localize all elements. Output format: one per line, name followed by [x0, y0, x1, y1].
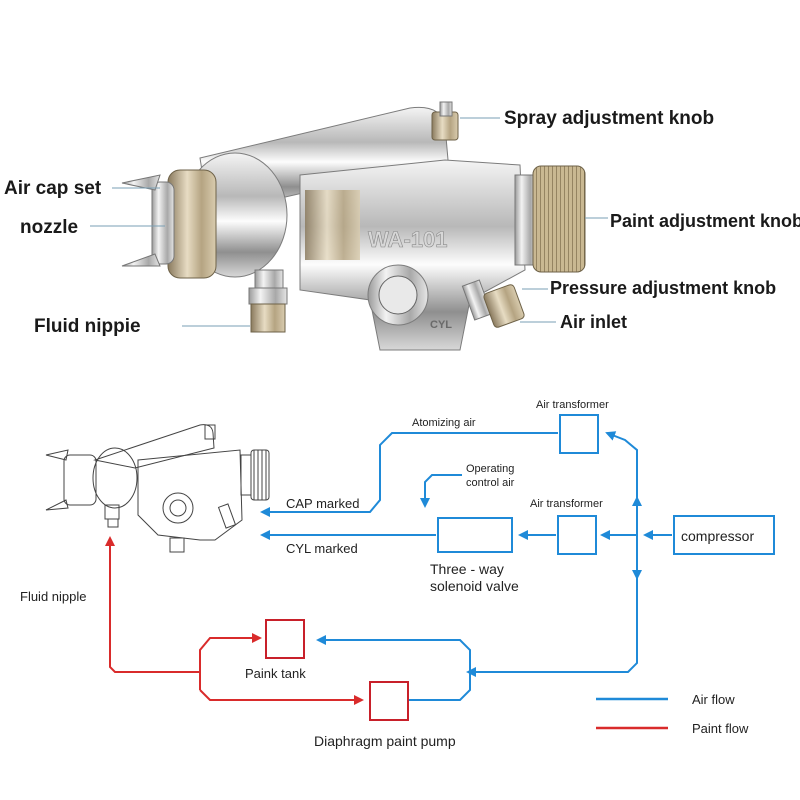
- label-operating: Operating: [466, 463, 514, 475]
- legend-paint-flow: Paint flow: [692, 721, 749, 736]
- label-diaphragm-pump: Diaphragm paint pump: [314, 733, 456, 749]
- label-cyl-marked: CYL marked: [286, 541, 358, 556]
- port-engraving: CYL: [430, 319, 452, 331]
- label-atomizing-air: Atomizing air: [412, 417, 476, 429]
- paint-line-to-pump: [199, 689, 364, 705]
- legend-air-flow: Air flow: [692, 692, 735, 707]
- air-transformer-top-box: [559, 414, 599, 454]
- photo-callout-lines: [90, 117, 608, 327]
- solenoid-valve-box: [437, 517, 513, 553]
- label-cap-marked: CAP marked: [286, 496, 359, 511]
- paint-tank-box: [265, 619, 305, 659]
- label-pressure-adjustment-knob: Pressure adjustment knob: [550, 278, 776, 298]
- spray-gun-outline: [45, 424, 270, 553]
- model-engraving: WA-101: [368, 227, 447, 252]
- air-line-pump-to-tank: [316, 635, 471, 701]
- label-spray-adjustment-knob: Spray adjustment knob: [504, 108, 714, 129]
- label-air-transformer-mid: Air transformer: [530, 498, 603, 510]
- label-fluid-nipple: Fluid nippie: [34, 316, 141, 337]
- label-control-air: control air: [466, 477, 515, 489]
- air-line-to-top-transformer: [605, 431, 638, 498]
- compressor-box: [673, 515, 775, 555]
- label-air-cap-set: Air cap set: [4, 178, 102, 199]
- label-paint-adjustment-knob: Paint adjustment knob: [610, 211, 800, 231]
- paint-line-to-tank: [199, 633, 262, 690]
- air-transformer-mid-box: [557, 515, 597, 555]
- label-solenoid-valve: solenoid valve: [430, 578, 519, 594]
- legend: Air flow Paint flow: [596, 692, 749, 736]
- diaphragm-pump-box: [369, 681, 409, 721]
- air-line-to-pump: [466, 578, 638, 677]
- label-paint-tank: Paink tank: [245, 666, 306, 681]
- air-line-atomizing: [260, 432, 558, 517]
- label-three-way: Three - way: [430, 561, 504, 577]
- label-nozzle: nozzle: [20, 217, 78, 238]
- label-compressor: compressor: [681, 528, 754, 544]
- spray-gun-photo: WA-101 CYL: [121, 101, 586, 351]
- label-fluid-nipple-schematic: Fluid nipple: [20, 589, 87, 604]
- label-air-inlet: Air inlet: [560, 312, 627, 332]
- paint-flow-lines: [105, 536, 364, 705]
- air-line-operating: [420, 474, 462, 508]
- label-air-transformer-top: Air transformer: [536, 399, 609, 411]
- paint-line-to-nipple: [105, 536, 200, 673]
- air-flow-lines: [260, 431, 672, 701]
